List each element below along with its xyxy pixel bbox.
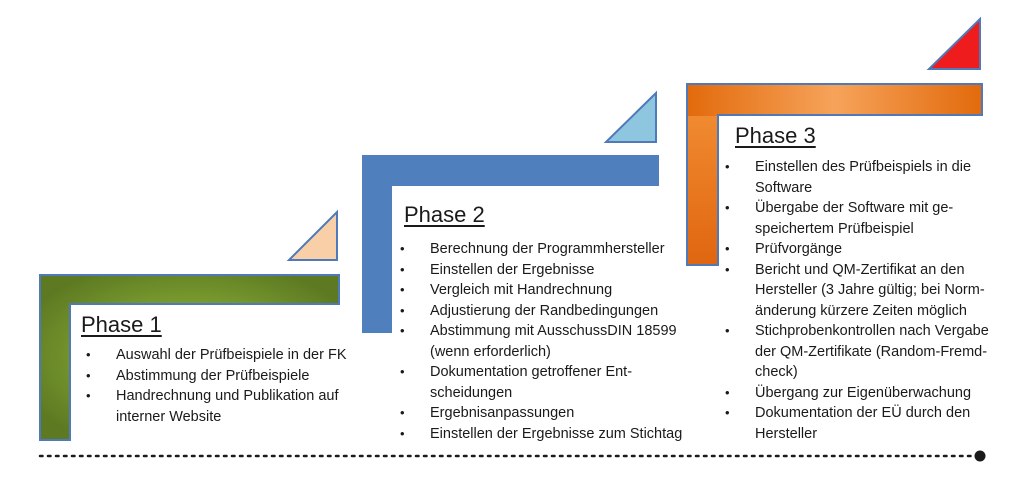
list-item: Einstellen des Prüfbeispiels in die Soft… (721, 157, 991, 198)
list-item: Einstellen der Ergebnisse zum Stichtag (396, 424, 706, 445)
list-item: Einstellen der Ergebnisse (396, 260, 706, 281)
list-item: Prüfvorgänge (721, 239, 1021, 260)
list-item: Ergebnisanpassungen (396, 403, 706, 424)
list-item: Berechnung der Programmhersteller (396, 239, 706, 260)
phase2-title: Phase 2 (404, 202, 485, 227)
phase3-list: Einstellen des Prüfbeispiels in die Soft… (721, 157, 1021, 444)
list-item: Dokumentation der EÜ durch den Herstelle… (721, 403, 991, 444)
phase2-triangle-shape (603, 90, 657, 143)
phase3-triangle-shape (926, 16, 981, 70)
list-item: Bericht und QM-Zertifikat an den Herstel… (721, 260, 991, 322)
list-item: Handrechnung und Publikation auf interne… (82, 386, 371, 427)
phase3-title: Phase 3 (735, 123, 816, 148)
phase2-step-shape (362, 155, 659, 333)
list-item: Dokumentation getroffener Ent-scheidunge… (396, 362, 658, 403)
list-item: Übergabe der Software mit ge-speichertem… (721, 198, 975, 239)
phase1-step-shape (39, 274, 340, 441)
phase2-list: Berechnung der Programmhersteller Einste… (396, 239, 706, 444)
phase1-title: Phase 1 (81, 312, 162, 337)
list-item: Stichprobenkontrollen nach Vergabe der Q… (721, 321, 1009, 383)
list-item: Abstimmung mit AusschussDIN 18599 (wenn … (396, 321, 700, 362)
list-item: Auswahl der Prüfbeispiele in der FK (82, 345, 382, 366)
phase1-list: Auswahl der Prüfbeispiele in der FK Abst… (82, 345, 382, 427)
list-item: Übergang zur Eigenüberwachung (721, 383, 1021, 404)
list-item: Abstimmung der Prüfbeispiele (82, 366, 382, 387)
list-item: Vergleich mit Handrechnung (396, 280, 706, 301)
timeline-end-dot (974, 450, 986, 462)
list-item: Adjustierung der Randbedingungen (396, 301, 706, 322)
phase1-triangle-shape (286, 209, 338, 261)
